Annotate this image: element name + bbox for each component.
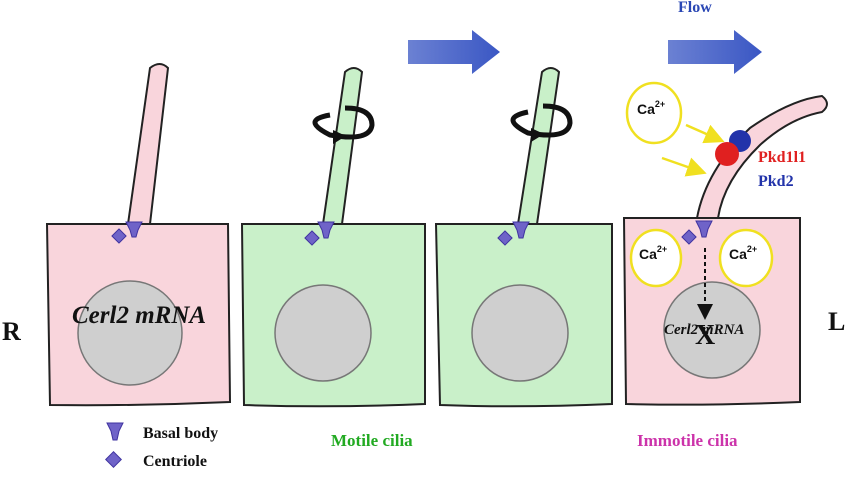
cilium-2 <box>321 67 364 225</box>
rotation-arrow-3 <box>510 103 573 138</box>
flow-label: Flow <box>678 0 712 16</box>
right-side-label: R <box>2 317 21 346</box>
rotation-arrow-3-head <box>531 128 544 142</box>
left-side-label: L <box>828 307 845 336</box>
nucleus-3 <box>471 284 569 382</box>
calcium-ion-inside-right-label: Ca2+ <box>729 244 757 262</box>
centriole-1 <box>111 228 127 244</box>
calcium-ion-inside-left <box>629 228 683 288</box>
motile-cilia-caption: Motile cilia <box>331 431 413 450</box>
calcium-influx-arrow-2 <box>661 156 707 177</box>
calcium-ion-inside-right <box>718 228 774 288</box>
mrna-block-mark: X <box>695 320 715 351</box>
cell-1-mrna-label: Cerl2 mRNA <box>72 302 206 329</box>
flow-arrow-1 <box>408 30 500 74</box>
basal-body-1 <box>125 221 143 238</box>
basal-body-2 <box>317 221 335 239</box>
legend-centriole-icon <box>105 451 122 468</box>
pkd2-label: Pkd2 <box>758 173 794 190</box>
nucleus-2 <box>274 284 372 382</box>
legend-basal-body-label: Basal body <box>143 425 218 442</box>
cilium-1 <box>126 63 170 225</box>
flow-arrow-2 <box>668 30 762 74</box>
basal-body-3 <box>512 221 530 239</box>
cell-4: Pkd1l1 Pkd2 Ca2+ Ca2+ Ca2+ Cerl2 mRNA X <box>622 81 828 406</box>
centriole-2 <box>304 230 320 246</box>
legend-basal-body-icon <box>106 422 124 441</box>
nucleus-1 <box>77 280 183 386</box>
cell-2 <box>240 67 426 408</box>
cell-3 <box>434 67 613 408</box>
cell-4-mrna-label: Cerl2 mRNA <box>664 322 744 338</box>
rotation-arrow-2-head <box>333 130 346 144</box>
basal-body-4 <box>695 220 713 238</box>
legend: Basal body Centriole <box>105 422 218 470</box>
cilium-3 <box>516 67 561 225</box>
pkd1l1-label: Pkd1l1 <box>758 149 806 166</box>
calcium-ion-outside-label: Ca2+ <box>637 99 665 117</box>
rotation-arrow-2 <box>312 105 375 140</box>
calcium-influx-arrow-1 <box>685 123 725 144</box>
nucleus-4 <box>663 281 761 379</box>
legend-centriole-label: Centriole <box>143 453 207 470</box>
centriole-3 <box>497 230 513 246</box>
cell-1: Cerl2 mRNA <box>45 63 232 407</box>
calcium-ion-inside-left-label: Ca2+ <box>639 244 667 262</box>
calcium-ion-outside <box>625 81 683 145</box>
pkd1l1-channel <box>715 142 739 166</box>
immotile-cilia-caption: Immotile cilia <box>637 431 738 450</box>
centriole-4 <box>681 229 697 245</box>
